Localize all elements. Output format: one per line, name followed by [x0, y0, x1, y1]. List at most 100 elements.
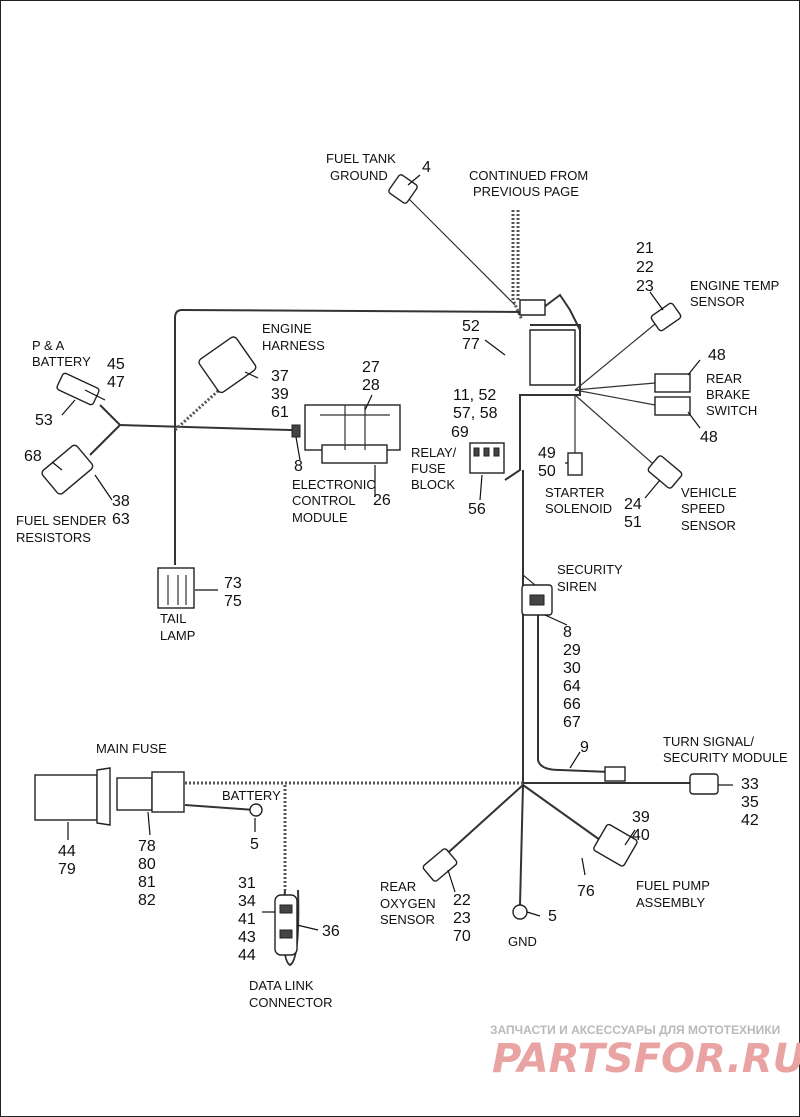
label-fuel-pump-2: ASSEMBLY	[636, 895, 705, 910]
label-main-fuse: MAIN FUSE	[96, 741, 167, 756]
callout-73: 73	[224, 575, 242, 592]
gnd-ring-terminal	[512, 904, 528, 920]
callout-9: 9	[580, 739, 589, 756]
callout-48b: 48	[700, 429, 718, 446]
callout-39b: 39	[632, 809, 650, 826]
callout-47: 47	[107, 374, 125, 391]
callout-75: 75	[224, 593, 242, 610]
callout-48a: 48	[708, 347, 726, 364]
callout-35: 35	[741, 794, 759, 811]
label-data-link-1: DATA LINK	[249, 978, 314, 993]
label-continued-1: CONTINUED FROM	[469, 168, 588, 183]
callout-63: 63	[112, 511, 130, 528]
component-labels: FUEL TANK GROUND CONTINUED FROM PREVIOUS…	[16, 151, 788, 1010]
main-fuse-assembly	[34, 767, 185, 826]
label-oxygen-1: REAR	[380, 879, 416, 894]
callout-76: 76	[577, 883, 595, 900]
callout-34: 34	[238, 893, 256, 910]
turn-signal-module-connector	[689, 773, 719, 795]
callout-28: 28	[362, 377, 380, 394]
label-fuel-sender-2: RESISTORS	[16, 530, 91, 545]
label-relay-3: BLOCK	[411, 477, 455, 492]
label-fuel-tank-ground-2: GROUND	[330, 168, 388, 183]
callout-77: 77	[462, 336, 480, 353]
callout-22: 22	[636, 259, 654, 276]
label-oxygen-2: OXYGEN	[380, 896, 436, 911]
callout-51: 51	[624, 514, 642, 531]
engine-temp-sensor-connector	[650, 302, 682, 332]
callout-82: 82	[138, 892, 156, 909]
callout-36: 36	[322, 923, 340, 940]
rear-oxygen-sensor-connector	[422, 848, 458, 882]
callout-70: 70	[453, 928, 471, 945]
tail-lamp-connector	[157, 567, 195, 609]
rear-brake-switch-connectors	[654, 373, 691, 416]
callout-30: 30	[563, 660, 581, 677]
label-gnd: GND	[508, 934, 537, 949]
callout-43: 43	[238, 929, 256, 946]
callout-44a: 44	[58, 843, 76, 860]
callout-42: 42	[741, 812, 759, 829]
label-oxygen-3: SENSOR	[380, 912, 435, 927]
watermark-line: ЗАПЧАСТИ И АКСЕССУАРЫ ДЛЯ МОТОТЕХНИКИ	[490, 1023, 780, 1037]
label-fuel-pump-1: FUEL PUMP	[636, 878, 710, 893]
ecm-module	[291, 404, 401, 464]
fuel-sender-connector	[41, 444, 94, 495]
label-relay-2: FUSE	[411, 461, 446, 476]
engine-harness-connector	[198, 336, 257, 394]
callout-56: 56	[468, 501, 486, 518]
callout-66: 66	[563, 696, 581, 713]
label-tail-lamp-1: TAIL	[160, 611, 187, 626]
label-ecm-1: ELECTRONIC	[292, 477, 376, 492]
callout-50: 50	[538, 463, 556, 480]
label-fuel-sender-1: FUEL SENDER	[16, 513, 107, 528]
label-vss-1: VEHICLE	[681, 485, 737, 500]
label-rear-brake-2: BRAKE	[706, 387, 750, 402]
label-engine-harness-1: ENGINE	[262, 321, 312, 336]
callout-5b: 5	[548, 908, 557, 925]
callout-5a: 5	[250, 836, 259, 853]
watermark: ЗАПЧАСТИ И АКСЕССУАРЫ ДЛЯ МОТОТЕХНИКИ PA…	[490, 1023, 800, 1082]
label-turn-signal-1: TURN SIGNAL/	[663, 734, 754, 749]
callout-39: 39	[271, 386, 289, 403]
callout-22b: 22	[453, 892, 471, 909]
callout-78: 78	[138, 838, 156, 855]
callout-57-58: 57, 58	[453, 405, 498, 422]
callout-23b: 23	[453, 910, 471, 927]
label-relay-1: RELAY/	[411, 445, 457, 460]
callout-4: 4	[422, 159, 431, 176]
data-link-connector-body	[274, 894, 298, 956]
battery-ring-terminal	[249, 803, 263, 817]
callout-24: 24	[624, 496, 642, 513]
central-bracket	[519, 299, 576, 386]
callout-37: 37	[271, 368, 289, 385]
security-siren-connector	[521, 584, 553, 616]
label-starter-1: STARTER	[545, 485, 604, 500]
vehicle-speed-sensor-connector	[647, 455, 683, 489]
label-pa-battery-1: P & A	[32, 338, 65, 353]
label-fuel-tank-ground-1: FUEL TANK	[326, 151, 396, 166]
callout-67: 67	[563, 714, 581, 731]
callout-11-52: 11, 52	[453, 387, 496, 404]
callout-38: 38	[112, 493, 130, 510]
label-engine-temp-1: ENGINE TEMP	[690, 278, 779, 293]
label-pa-battery-2: BATTERY	[32, 354, 91, 369]
label-rear-brake-3: SWITCH	[706, 403, 757, 418]
label-rear-brake-1: REAR	[706, 371, 742, 386]
callout-27: 27	[362, 359, 380, 376]
callout-52: 52	[462, 318, 480, 335]
label-ecm-3: MODULE	[292, 510, 348, 525]
label-siren-1: SECURITY	[557, 562, 623, 577]
callout-numbers: 4 21 22 23 45 47 53 37 39 61 27 28 52 77…	[24, 159, 759, 964]
leader-lines	[51, 174, 733, 931]
callout-31: 31	[238, 875, 256, 892]
callout-61: 61	[271, 404, 289, 421]
starter-solenoid-terminal	[567, 452, 583, 476]
label-turn-signal-2: SECURITY MODULE	[663, 750, 788, 765]
label-vss-3: SENSOR	[681, 518, 736, 533]
label-vss-2: SPEED	[681, 501, 725, 516]
watermark-logo: PARTSFOR.RU	[492, 1036, 800, 1082]
fuel-pump-connector	[593, 823, 638, 867]
wiring-harness	[89, 194, 690, 967]
